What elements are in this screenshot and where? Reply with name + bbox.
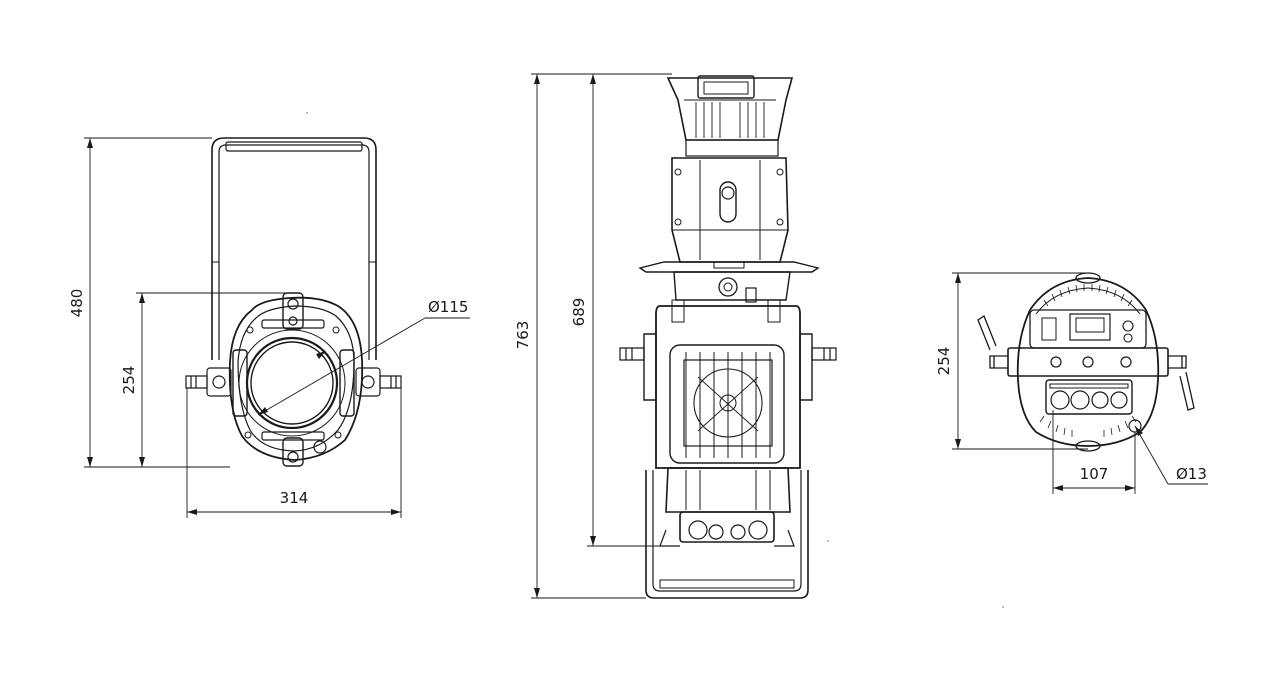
side-base bbox=[645, 470, 809, 599]
dim-254-front-label: 254 bbox=[120, 366, 138, 395]
side-housing bbox=[655, 305, 801, 469]
rear-right-lever bbox=[1179, 371, 1195, 411]
front-head bbox=[228, 296, 364, 461]
dim-763-label: 763 bbox=[514, 321, 532, 350]
dim-314-label: 314 bbox=[280, 489, 309, 507]
side-body bbox=[671, 157, 789, 263]
front-view: 480 254 314 Ø115 bbox=[68, 137, 470, 518]
rear-view: Ø13 254 107 bbox=[935, 272, 1208, 494]
rear-left-lever bbox=[977, 315, 997, 351]
dim-line-d115 bbox=[257, 317, 426, 416]
dim-line-d13 bbox=[1134, 425, 1169, 485]
dim-107-label: 107 bbox=[1080, 465, 1109, 483]
rear-connector-panel bbox=[1045, 379, 1133, 415]
dim-480-label: 480 bbox=[68, 289, 86, 318]
side-view: 763 689 bbox=[514, 73, 837, 599]
front-lens bbox=[245, 336, 339, 430]
dim-d115-label: Ø115 bbox=[428, 298, 468, 316]
rear-yoke-bar bbox=[1007, 347, 1169, 377]
front-yoke bbox=[211, 137, 377, 360]
side-connector-block bbox=[679, 511, 775, 543]
dim-254-rear-label: 254 bbox=[935, 347, 953, 376]
side-rear-cap bbox=[666, 77, 794, 141]
side-flange bbox=[638, 261, 820, 273]
dim-689-label: 689 bbox=[570, 298, 588, 327]
dim-d13-label: Ø13 bbox=[1176, 465, 1207, 483]
